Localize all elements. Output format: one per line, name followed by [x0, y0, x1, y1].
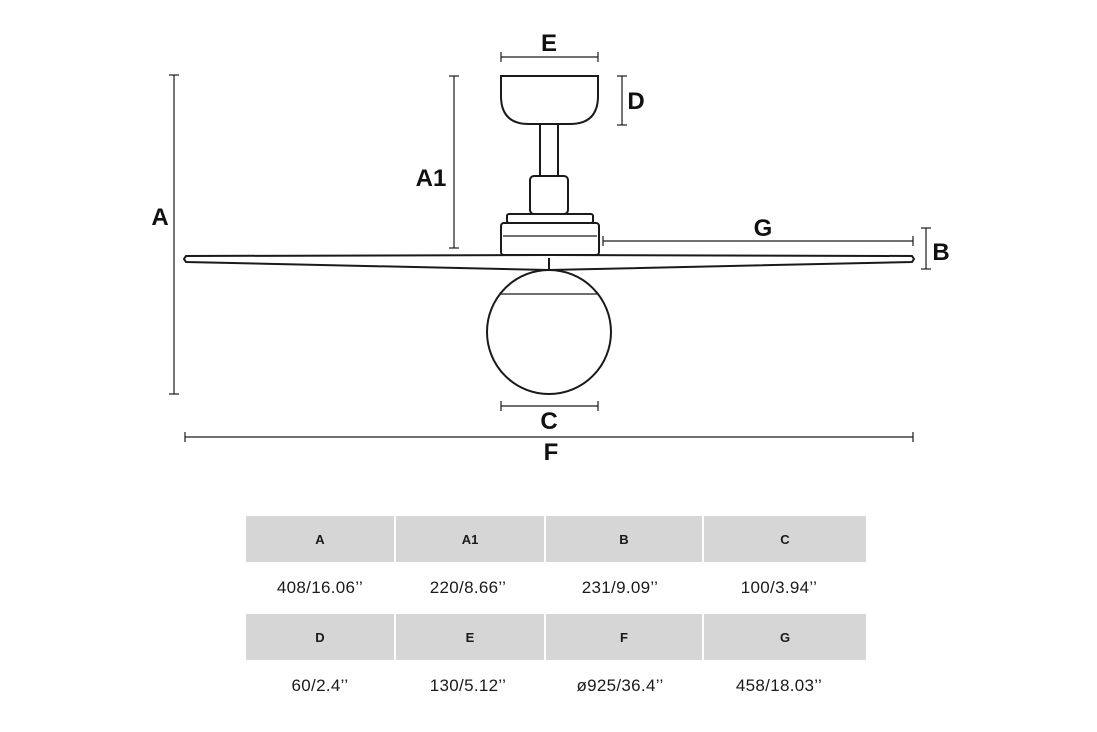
value-f: ø925/36.4’’	[576, 676, 664, 695]
header-d: D	[246, 614, 394, 660]
table-row: 60/2.4’’ 130/5.12’’ ø925/36.4’’ 458/18.0…	[246, 660, 866, 712]
fan-dimension-diagram: A A1 E D G B C F	[151, 30, 949, 466]
value-a: 408/16.06’’	[276, 578, 364, 597]
label-b: B	[932, 239, 949, 266]
value-a1: 220/8.66’’	[429, 578, 507, 597]
downrod	[539, 123, 559, 177]
header-a: A	[246, 516, 394, 562]
label-a: A	[151, 204, 168, 231]
value-c: 100/3.94’’	[740, 578, 818, 597]
table-header-row: D E F G	[246, 614, 866, 660]
header-b: B	[546, 516, 702, 562]
value-b: 231/9.09’’	[581, 578, 659, 597]
label-f: F	[544, 439, 559, 466]
label-c: C	[540, 408, 557, 435]
motor-housing-top	[506, 213, 594, 224]
header-c: C	[704, 516, 866, 562]
label-a1: A1	[416, 165, 447, 192]
header-g: G	[704, 614, 866, 660]
value-d: 60/2.4’’	[291, 676, 349, 695]
table-header-row: A A1 B C	[246, 516, 866, 562]
dimension-lines	[169, 52, 931, 442]
value-g: 458/18.03’’	[735, 676, 823, 695]
value-e: 130/5.12’’	[429, 676, 507, 695]
label-g: G	[754, 215, 773, 242]
motor-housing	[500, 222, 600, 256]
header-e: E	[396, 614, 544, 660]
table-row: 408/16.06’’ 220/8.66’’ 231/9.09’’ 100/3.…	[246, 562, 866, 614]
canopy	[500, 75, 599, 125]
label-d: D	[627, 88, 644, 115]
header-f: F	[546, 614, 702, 660]
coupler	[529, 175, 569, 215]
header-a1: A1	[396, 516, 544, 562]
blade-left	[182, 254, 550, 271]
globe-light	[486, 269, 612, 395]
blade-right	[548, 254, 916, 271]
label-e: E	[541, 30, 557, 57]
dimension-table: A A1 B C 408/16.06’’ 220/8.66’’ 231/9.09…	[246, 516, 866, 712]
